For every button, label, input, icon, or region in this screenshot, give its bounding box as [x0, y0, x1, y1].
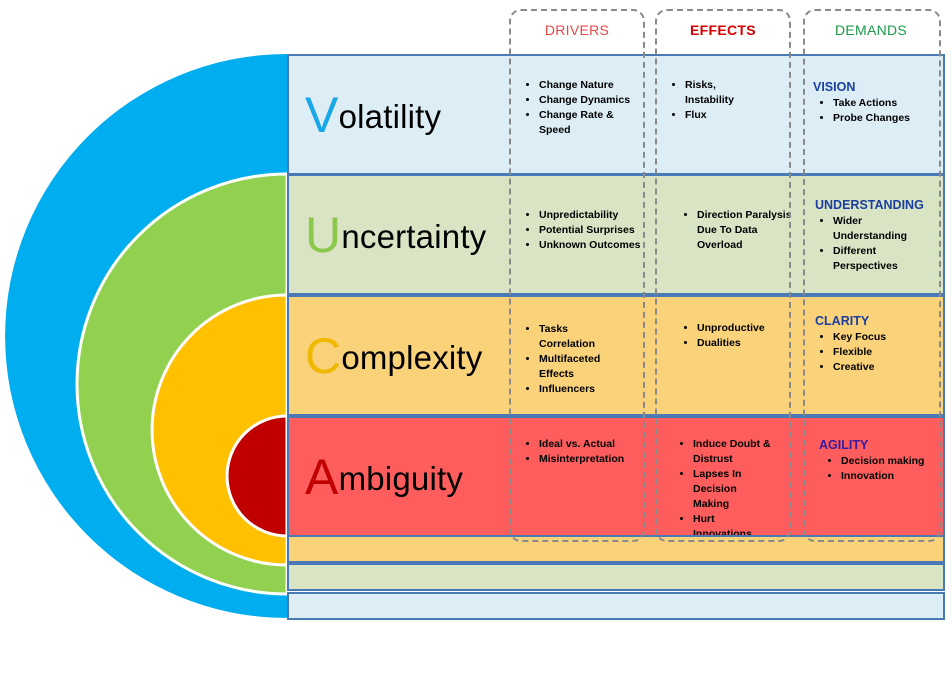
list-item: Wider Understanding [833, 214, 913, 244]
complexity-drivers: Tasks Correlation Multifaceted Effects I… [511, 297, 647, 414]
uncertainty-effects: Direction Paralysis Due To Data Overload [657, 176, 793, 293]
list-item: Dualities [697, 336, 793, 351]
inner-arc-red [225, 414, 289, 538]
uncertainty-demands: UNDERSTANDING Wider Understanding Differ… [805, 176, 943, 293]
list-item: Decision making [841, 454, 943, 469]
complexity-effects: Unproductive Dualities [657, 297, 793, 414]
list-item: Lapses In Decision Making [693, 467, 773, 512]
list-item: Unknown Outcomes [539, 238, 647, 253]
demand-title-understanding: UNDERSTANDING [815, 198, 924, 212]
list-item: Flexible [833, 345, 943, 360]
uncertainty-row: Uncertainty Unpredictability Potential S… [287, 174, 945, 295]
list-item: Unpredictability [539, 208, 647, 223]
list-item: Change Nature [539, 78, 647, 93]
ambiguity-demands: AGILITY Decision making Innovation [805, 418, 943, 535]
uncertainty-rest: ncertainty [341, 217, 487, 255]
ambiguity-rest: mbiguity [338, 459, 464, 497]
list-item: Tasks Correlation [539, 322, 617, 352]
list-item: Direction Paralysis Due To Data Overload [697, 208, 793, 253]
list-item: Take Actions [833, 96, 943, 111]
demand-title-clarity: CLARITY [815, 314, 870, 328]
uncertainty-drivers: Unpredictability Potential Surprises Unk… [511, 176, 647, 293]
uncertainty-word: Uncertainty [305, 206, 486, 264]
list-item: Key Focus [833, 330, 943, 345]
list-item: Change Dynamics [539, 93, 647, 108]
list-item: Unproductive [697, 321, 793, 336]
list-item: Risks, Instability [685, 78, 745, 108]
list-item: Misinterpretation [539, 452, 647, 467]
volatility-word: Volatility [305, 86, 441, 144]
volatility-demands: VISION Take Actions Probe Changes [805, 56, 943, 173]
demand-title-vision: VISION [813, 80, 856, 94]
demands-header: DEMANDS [834, 22, 908, 38]
volatility-row: Volatility Change Nature Change Dynamics… [287, 54, 945, 175]
volatility-initial: V [305, 86, 339, 143]
ambiguity-effects: Induce Doubt & Distrust Lapses In Decisi… [657, 418, 793, 540]
uncertainty-strip [287, 563, 945, 591]
complexity-demands: CLARITY Key Focus Flexible Creative [805, 297, 943, 414]
complexity-word: Complexity [305, 327, 483, 385]
complexity-strip [287, 535, 945, 563]
volatility-rest: olatility [338, 97, 442, 135]
uncertainty-initial: U [305, 206, 342, 263]
list-item: Induce Doubt & Distrust [693, 437, 773, 467]
drivers-header: DRIVERS [544, 22, 610, 38]
demand-title-agility: AGILITY [819, 438, 869, 452]
volatility-drivers: Change Nature Change Dynamics Change Rat… [511, 56, 647, 173]
volatility-strip [287, 592, 945, 620]
ambiguity-drivers: Ideal vs. Actual Misinterpretation [511, 418, 647, 535]
complexity-rest: omplexity [341, 338, 483, 376]
list-item: Flux [685, 108, 745, 123]
list-item: Influencers [539, 382, 617, 397]
volatility-effects: Risks, Instability Flux [657, 56, 793, 173]
list-item: Multifaceted Effects [539, 352, 617, 382]
ambiguity-initial: A [305, 448, 339, 505]
list-item: Potential Surprises [539, 223, 647, 238]
list-item: Probe Changes [833, 111, 943, 126]
list-item: Different Perspectives [833, 244, 913, 274]
ambiguity-row: Ambiguity Ideal vs. Actual Misinterpreta… [287, 416, 945, 540]
list-item: Innovation [841, 469, 943, 484]
list-item: Ideal vs. Actual [539, 437, 647, 452]
list-item: Creative [833, 360, 943, 375]
ambiguity-word: Ambiguity [305, 448, 463, 506]
complexity-initial: C [305, 327, 342, 384]
list-item: Change Rate & Speed [539, 108, 647, 138]
effects-header: EFFECTS [690, 22, 756, 38]
complexity-row: Complexity Tasks Correlation Multifacete… [287, 295, 945, 416]
